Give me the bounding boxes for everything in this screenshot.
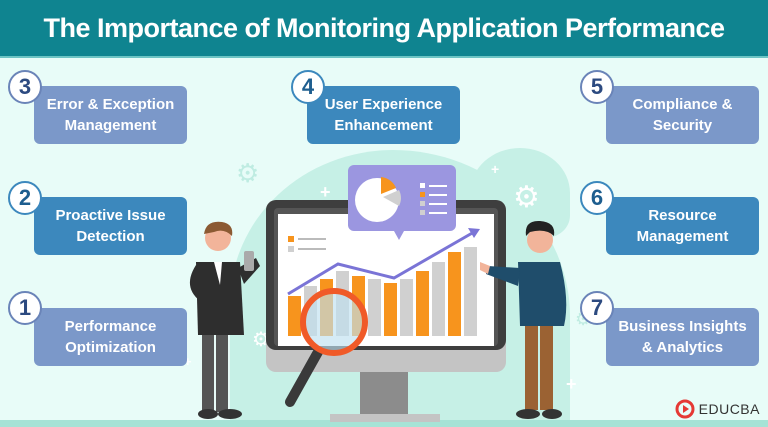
person-right [480, 220, 567, 419]
card-7: Business Insights & Analytics [606, 308, 759, 366]
brand-logo: EDUCBA [675, 399, 760, 419]
card-3: Error & Exception Management [34, 86, 187, 144]
badge-6: 6 [580, 181, 614, 215]
header-banner: The Importance of Monitoring Application… [0, 0, 768, 58]
badge-2: 2 [8, 181, 42, 215]
card-6: Resource Management [606, 197, 759, 255]
plus-icon: + [566, 374, 577, 394]
badge-5: 5 [580, 70, 614, 104]
badge-4: 4 [291, 70, 325, 104]
person-left [189, 221, 260, 419]
card-4: User Experience Enhancement [307, 86, 460, 144]
badge-1: 1 [8, 291, 42, 325]
educba-logo-icon [675, 399, 695, 419]
gear-icon: ⚙ [252, 329, 270, 351]
card-5: Compliance & Security [606, 86, 759, 144]
gear-icon: ⚙ [513, 181, 540, 214]
floor [0, 420, 768, 427]
plus-icon: + [491, 161, 500, 177]
page-title: The Importance of Monitoring Application… [43, 12, 725, 43]
badge-7: 7 [580, 291, 614, 325]
plus-icon: + [320, 182, 331, 202]
plus-icon: + [184, 354, 192, 369]
gear-icon: ⚙ [236, 158, 260, 188]
badge-3: 3 [8, 70, 42, 104]
card-1: Performance Optimization [34, 308, 187, 366]
brand-name: EDUCBA [698, 401, 760, 417]
card-2: Proactive Issue Detection [34, 197, 187, 255]
